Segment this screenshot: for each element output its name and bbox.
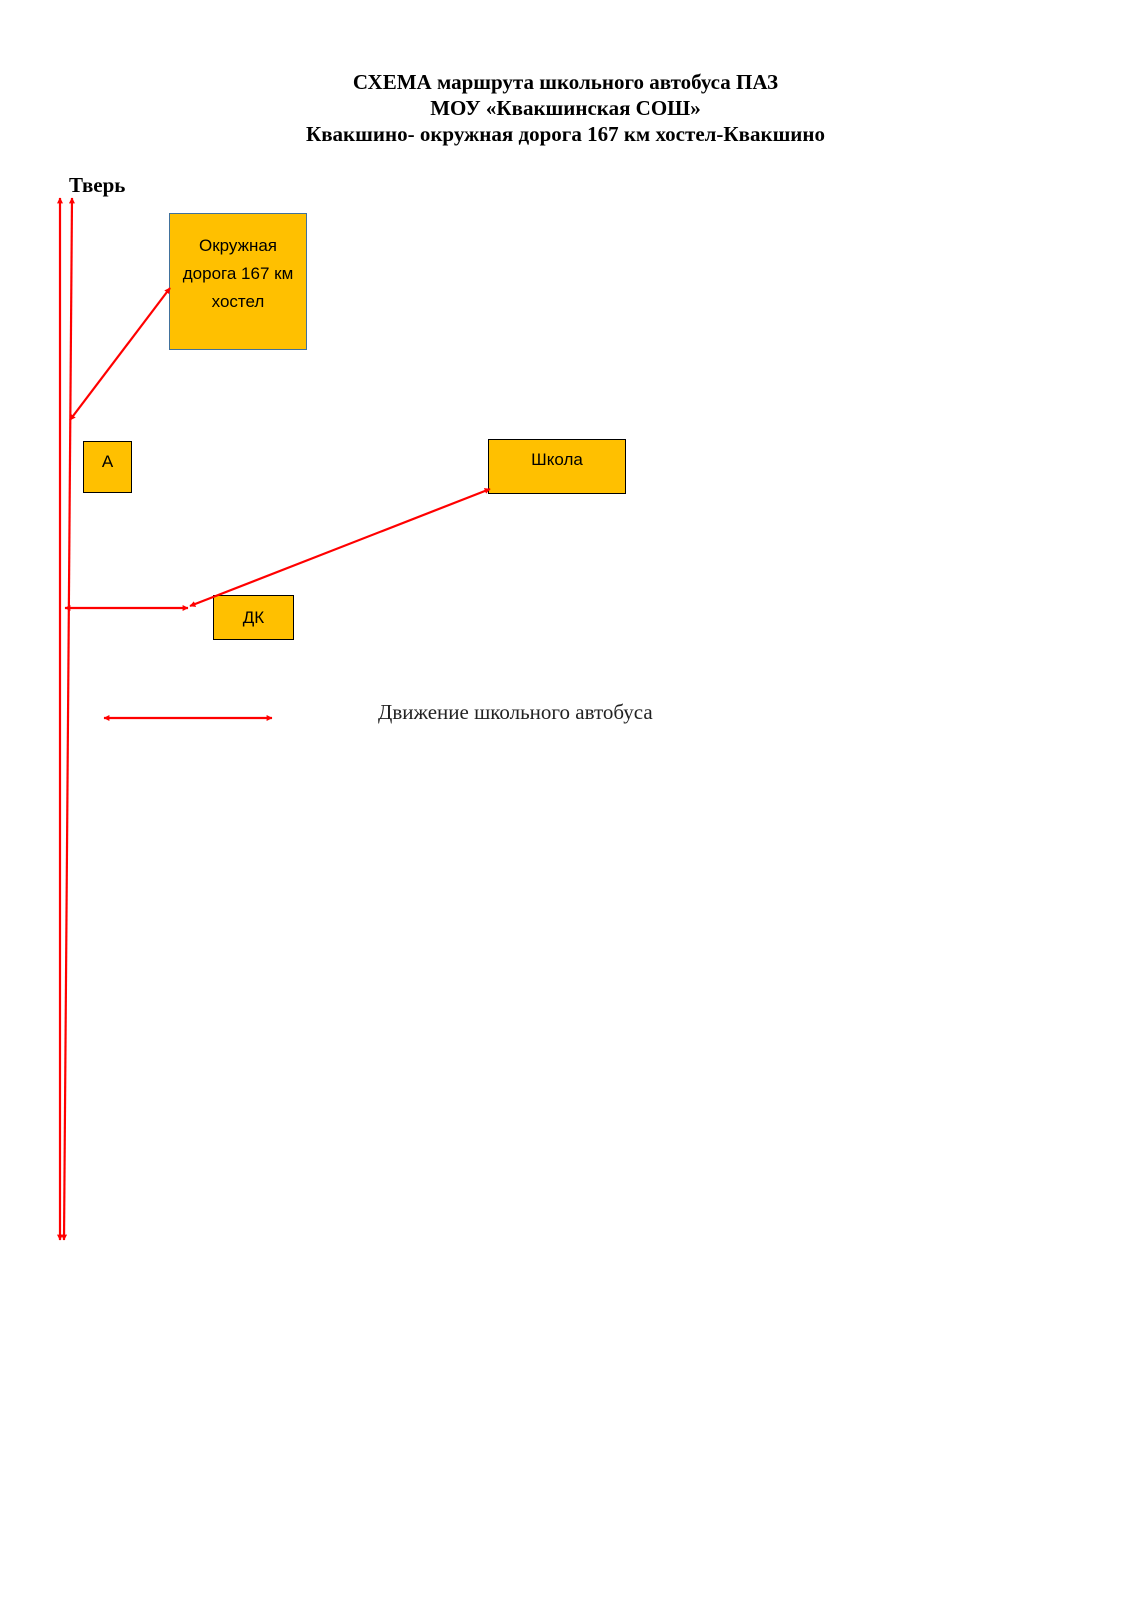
stop-a-label: А [101, 452, 114, 471]
main-road-line-right [61, 197, 75, 1241]
school-label: Школа [531, 450, 583, 469]
hostel-box: Окружная дорога 167 км хостел [169, 213, 307, 350]
hostel-label: Окружная дорога 167 км хостел [182, 236, 294, 311]
school-name: МОУ «Квакшинская СОШ» [430, 96, 701, 120]
schema-title: СХЕМА маршрута школьного автобуса ПАЗ [352, 70, 779, 94]
hostel-branch-arrow [69, 287, 171, 421]
stop-a-box: А [83, 441, 132, 493]
tver-label: Тверь [69, 173, 126, 197]
school-box: Школа [488, 439, 626, 494]
school-branch-arrow [189, 487, 491, 608]
dk-label: ДК [242, 607, 265, 627]
route-name: Квакшино- окружная дорога 167 км хостел-… [305, 122, 826, 146]
legend-label: Движение школьного автобуса [378, 700, 653, 724]
